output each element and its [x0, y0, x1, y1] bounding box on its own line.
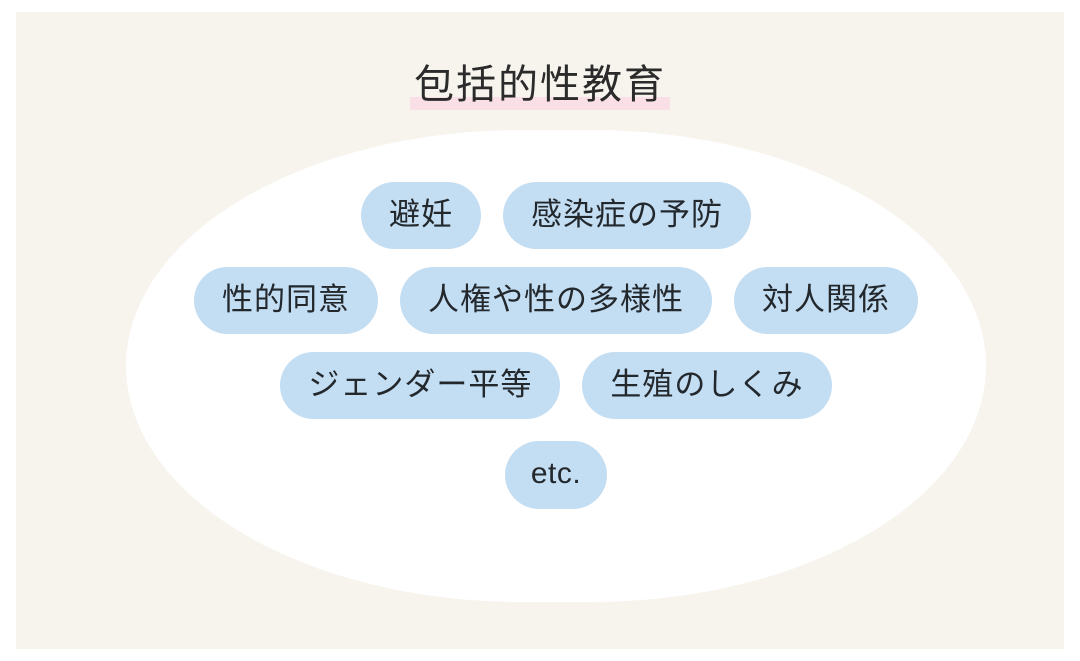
pill-sexual-consent[interactable]: 性的同意: [194, 267, 378, 334]
pill-human-rights-diversity[interactable]: 人権や性の多様性: [400, 267, 712, 334]
pill-gender-equality[interactable]: ジェンダー平等: [280, 352, 561, 419]
pill-row-4: etc.: [504, 441, 608, 509]
topic-pill-cloud: 避妊 感染症の予防 性的同意 人権や性の多様性 対人関係 ジェンダー平等 生殖の…: [126, 130, 986, 602]
pill-etcetera[interactable]: etc.: [504, 441, 608, 509]
page-title-wrapper: 包括的性教育: [0, 58, 1080, 112]
pill-reproduction-mechanism[interactable]: 生殖のしくみ: [582, 352, 832, 419]
pill-row-1: 避妊 感染症の予防: [361, 182, 751, 249]
pill-infection-prevention[interactable]: 感染症の予防: [503, 182, 751, 249]
pill-row-3: ジェンダー平等 生殖のしくみ: [280, 352, 832, 419]
page-title-text: 包括的性教育: [414, 62, 666, 107]
pill-row-2: 性的同意 人権や性の多様性 対人関係: [194, 267, 918, 334]
slide-canvas: 避妊 感染症の予防 性的同意 人権や性の多様性 対人関係 ジェンダー平等 生殖の…: [16, 12, 1064, 649]
page-title: 包括的性教育: [410, 58, 670, 112]
pill-contraception[interactable]: 避妊: [361, 182, 481, 249]
pill-interpersonal-relationships[interactable]: 対人関係: [734, 267, 918, 334]
